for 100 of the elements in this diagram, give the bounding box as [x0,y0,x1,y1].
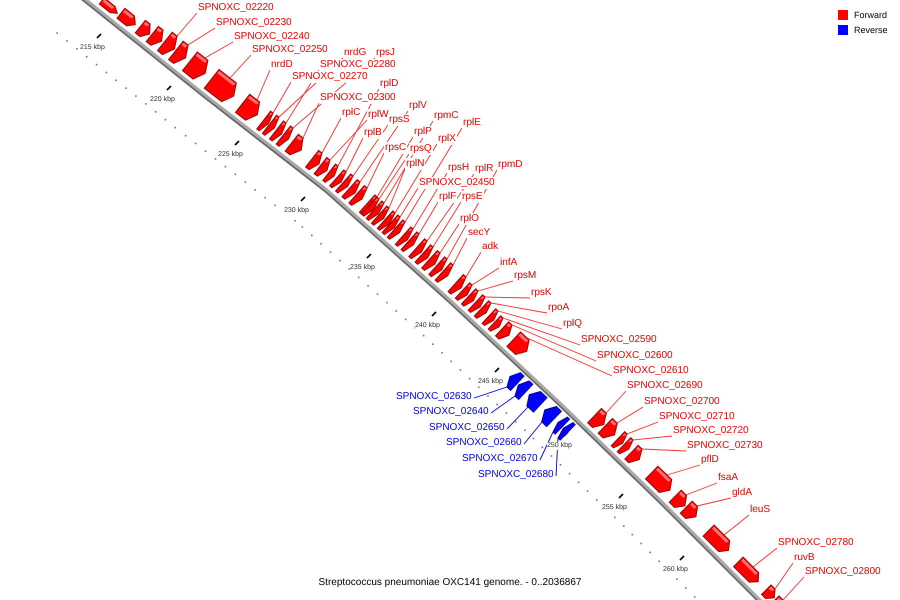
gene-label: SPNOXC_02450 [418,177,496,189]
gene-feature-block [168,40,189,64]
legend-label: Reverse [854,25,888,36]
gene-feature-block [341,178,361,200]
gene-label: rplD [379,78,400,90]
leader-line [490,302,548,314]
gene-label: SPNOXC_02680 [477,469,555,481]
gene-label: SPNOXC_02730 [686,440,764,452]
leader-line [230,54,252,78]
gene-label: SPNOXC_02640 [412,406,490,418]
gene-feature-block [256,110,274,132]
gene-label: SPNOXC_02660 [445,437,523,449]
leader-line [322,118,342,154]
leader-line [366,152,384,188]
leader-line [502,318,580,346]
leader-line [302,102,320,138]
gene-label: rplV [408,100,428,112]
gene-label: adk [481,241,500,253]
gene-label: SPNOXC_02630 [395,391,473,403]
leader-line [394,144,438,214]
gene-feature-block [467,294,486,314]
gene-label: SPNOXC_02700 [643,396,721,408]
gene-label: rpsM [513,270,538,282]
gene-feature-block [460,288,479,307]
gene-label: rplE [462,117,482,129]
gene-label: infA [499,257,518,269]
gene-feature-block [98,0,118,14]
gene-label: SPNOXC_02610 [612,365,690,377]
gene-label: SPNOXC_02250 [251,44,329,56]
gene-feature-block [557,422,576,441]
gene-label: rplW [367,109,390,121]
gene-feature-block [610,430,628,448]
leader-line [524,422,542,444]
leader-line [512,324,596,362]
leader-line [388,168,406,208]
gene-label: SPNOXC_02650 [428,422,506,434]
leader-line [616,406,644,424]
gene-label: nrdG [343,47,368,59]
gene-feature-block [552,416,570,435]
gene-feature-block [506,331,530,356]
gene-feature-block [644,466,672,493]
gene-feature-block [494,321,513,340]
gene-label: rplN [405,158,426,170]
gene-feature-block [182,51,208,80]
gene-feature-block [348,184,368,206]
gene-feature-block [702,524,730,552]
leader-line [418,202,438,234]
leader-line [642,448,686,452]
gene-label: rpsQ [409,143,433,155]
gene-feature-block [526,390,548,413]
gene-label: rplR [474,163,494,175]
gene-feature-block [586,408,607,428]
gene-feature-block [262,114,280,136]
gene-label: SPNOXC_02780 [777,537,855,549]
leader-line [752,548,778,568]
gene-label: rplQ [562,318,583,330]
gene-feature-block [668,490,688,508]
gene-label: SPNOXC_02240 [233,31,311,43]
gene-label: rpsC [384,142,408,154]
gene-feature-block [322,163,339,183]
leader-line [360,110,408,182]
gene-feature-block [421,250,441,272]
gene-label: pflD [700,454,720,466]
gene-feature-block [624,444,643,464]
gene-label: SPNOXC_02590 [580,334,658,346]
gene-feature-block [481,308,499,326]
gene-label: nrdD [270,59,294,71]
gene-feature-block [134,20,150,38]
gene-feature-block [428,256,448,278]
gene-feature-block [760,584,776,600]
gene-feature-block [514,380,534,400]
gene-label: ruvB [793,552,816,564]
leader-line [474,386,508,398]
leader-line [632,436,672,440]
leader-line [724,514,750,536]
gene-label: SPNOXC_02720 [672,425,750,437]
leader-line [432,202,462,248]
gene-label: fsaA [717,472,740,484]
caption: Streptococcus pneumoniae OXC141 genome. - 0..2036867 [318,577,582,588]
gene-label: SPNOXC_02270 [291,71,369,83]
gene-feature-block [304,150,323,170]
gene-feature-block [156,32,178,56]
gene-feature-block [474,300,492,319]
gene-label: rplC [341,107,362,119]
gene-feature-block [679,500,698,520]
gene-label: rplF [438,191,458,203]
leader-line [782,576,804,600]
gene-feature-block [204,68,237,102]
leader-line [686,482,718,496]
gene-feature-block [381,214,401,236]
gene-label: SPNOXC_02300 [319,92,397,104]
gene-label: SPNOXC_02710 [658,411,736,423]
gene-feature-block [414,244,434,265]
gene-feature-block [732,556,760,583]
gene-label: gldA [731,487,754,499]
leader-line [272,82,292,114]
gene-label: rpsS [388,114,411,126]
leader-line [498,310,562,330]
gene-label: rpmC [433,110,460,122]
gene-label: rplP [413,126,433,138]
